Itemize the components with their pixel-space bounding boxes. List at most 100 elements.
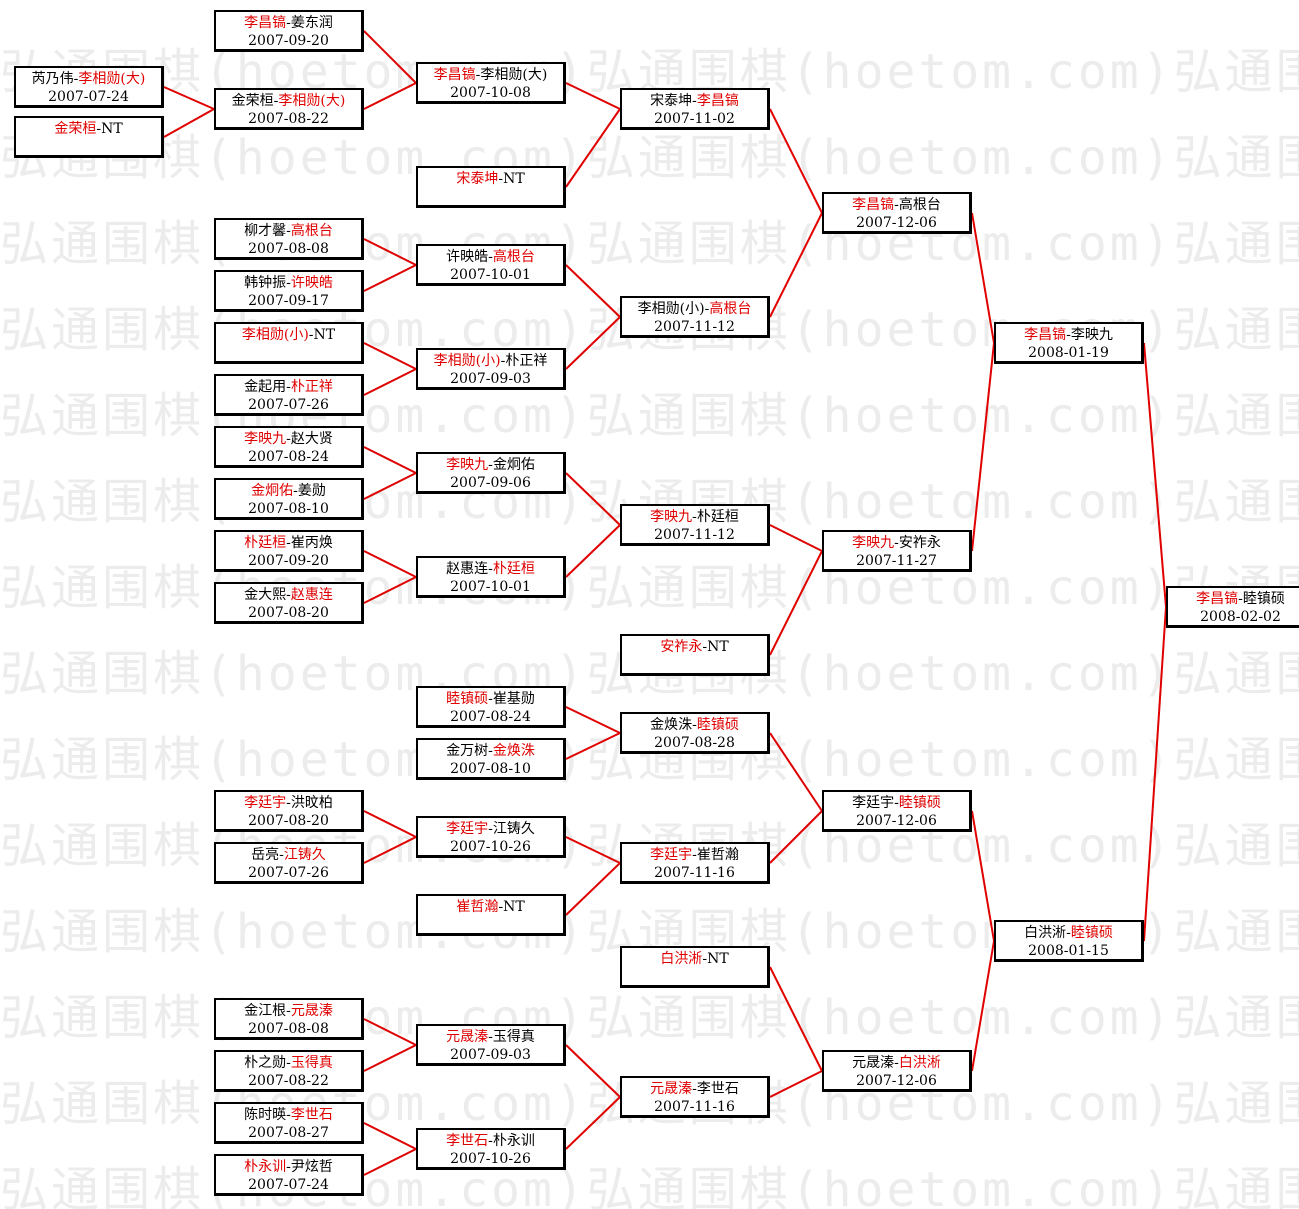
versus-separator: -: [498, 171, 504, 187]
player-name: 朴永训: [492, 1133, 535, 1149]
match-date: 2007-08-10: [248, 501, 329, 517]
player-name: 李昌镐: [433, 67, 476, 83]
bracket-connector-line: [363, 82, 417, 110]
match-players: 赵惠连-朴廷桓: [418, 560, 563, 578]
player-name: 睦镇硕: [1242, 591, 1285, 607]
match-date: 2007-08-28: [654, 735, 735, 751]
bracket-connector-line: [565, 1044, 621, 1098]
match-box: 金荣桓-李相勋(大)2007-08-22: [214, 88, 364, 130]
player-name: 李世石: [696, 1081, 739, 1097]
match-date: 2007-08-27: [248, 1125, 329, 1141]
versus-separator: -: [692, 1081, 697, 1097]
player-name: 李昌镐: [696, 93, 739, 109]
bracket-connector-line: [363, 264, 417, 292]
versus-separator: -: [498, 899, 504, 915]
match-players: 李廷宇-洪旼柏: [216, 794, 361, 812]
player-name: 崔哲瀚: [456, 899, 499, 915]
match-date: 2007-08-22: [248, 1073, 329, 1089]
versus-separator: -: [488, 561, 493, 577]
versus-separator: -: [894, 535, 899, 551]
player-name: 朴正祥: [505, 353, 548, 369]
player-name: 元晟溱: [852, 1055, 895, 1071]
versus-separator: -: [692, 717, 697, 733]
player-name: 玉得真: [290, 1055, 333, 1071]
match-players: 李昌镐-姜东润: [216, 14, 361, 32]
match-players: 李昌镐-睦镇硕: [1168, 590, 1299, 608]
versus-separator: -: [488, 691, 493, 707]
match-date: 2007-11-02: [654, 111, 735, 127]
match-box: 李昌镐-李相勋(大)2007-10-08: [416, 62, 566, 104]
match-date: 2008-01-19: [1028, 345, 1109, 361]
player-name: 江铸久: [492, 821, 535, 837]
match-date: 2007-09-17: [248, 293, 329, 309]
bracket-connector-line: [363, 810, 417, 838]
versus-separator: -: [475, 67, 481, 83]
bracket-connector-line: [769, 966, 823, 1072]
match-date: 2007-11-16: [654, 1099, 735, 1115]
player-name: 金荣桓: [231, 93, 274, 109]
player-name: 李映九: [446, 457, 489, 473]
player-name: 金焕洙: [650, 717, 693, 733]
match-players: 金炯佑-姜勋: [216, 482, 361, 500]
match-date: 2008-02-02: [1200, 609, 1281, 625]
player-name: 江铸久: [283, 847, 326, 863]
player-name: 金江根: [244, 1003, 287, 1019]
player-name: 芮乃伟: [31, 71, 74, 87]
bracket-connector-line: [769, 1070, 823, 1098]
bracket-connector-line: [769, 212, 823, 318]
match-box: 宋泰坤-NT: [416, 166, 566, 208]
bracket-connector-line: [163, 108, 215, 138]
match-date: 2007-09-03: [450, 371, 531, 387]
player-name: 崔基勋: [492, 691, 535, 707]
bracket-connector-line: [363, 1018, 417, 1046]
match-players: 金荣桓-李相勋(大): [216, 92, 361, 110]
match-date: 2007-11-27: [856, 553, 937, 569]
player-name: 高根台: [709, 301, 752, 317]
player-name: 朴廷桓: [244, 535, 287, 551]
match-players: 朴永训-尹炫哲: [216, 1158, 361, 1176]
player-name: 姜东润: [290, 15, 333, 31]
match-date: 2007-08-08: [248, 1021, 329, 1037]
bracket-connector-line: [363, 1148, 417, 1176]
bracket-connector-line: [565, 82, 621, 110]
match-players: 岳亮-江铸久: [216, 846, 361, 864]
bracket-connector-line: [971, 940, 995, 1072]
player-name: 李世石: [446, 1133, 489, 1149]
bracket-connector-line: [363, 576, 417, 604]
player-name: 睦镇硕: [446, 691, 489, 707]
bracket-connector-line: [769, 108, 823, 214]
player-name: NT: [503, 171, 525, 187]
player-name: 白洪淅: [660, 951, 703, 967]
versus-separator: -: [73, 71, 79, 87]
player-name: 李相勋(小): [433, 353, 501, 369]
player-name: 李相勋(大): [480, 67, 548, 83]
versus-separator: -: [293, 483, 298, 499]
player-name: 李昌镐: [1024, 327, 1067, 343]
bracket-connector-line: [565, 862, 621, 916]
match-players: 李廷宇-崔哲瀚: [622, 846, 767, 864]
match-players: 李昌镐-李相勋(大): [418, 66, 563, 84]
versus-separator: -: [488, 1029, 493, 1045]
bracket-connector-line: [971, 810, 995, 942]
player-name: 赵惠连: [290, 587, 333, 603]
match-players: 宋泰坤-NT: [418, 170, 563, 188]
bracket-connector-line: [769, 550, 823, 656]
bracket-connector-line: [565, 108, 621, 188]
player-name: 李廷宇: [446, 821, 489, 837]
player-name: 朴之勋: [244, 1055, 287, 1071]
player-name: 李昌镐: [244, 15, 287, 31]
versus-separator: -: [894, 795, 899, 811]
match-players: 金荣桓-NT: [16, 120, 161, 138]
versus-separator: -: [308, 327, 314, 343]
player-name: 朴永训: [244, 1159, 287, 1175]
match-players: 李廷宇-江铸久: [418, 820, 563, 838]
player-name: 李昌镐: [1196, 591, 1239, 607]
player-name: 岳亮: [251, 847, 280, 863]
